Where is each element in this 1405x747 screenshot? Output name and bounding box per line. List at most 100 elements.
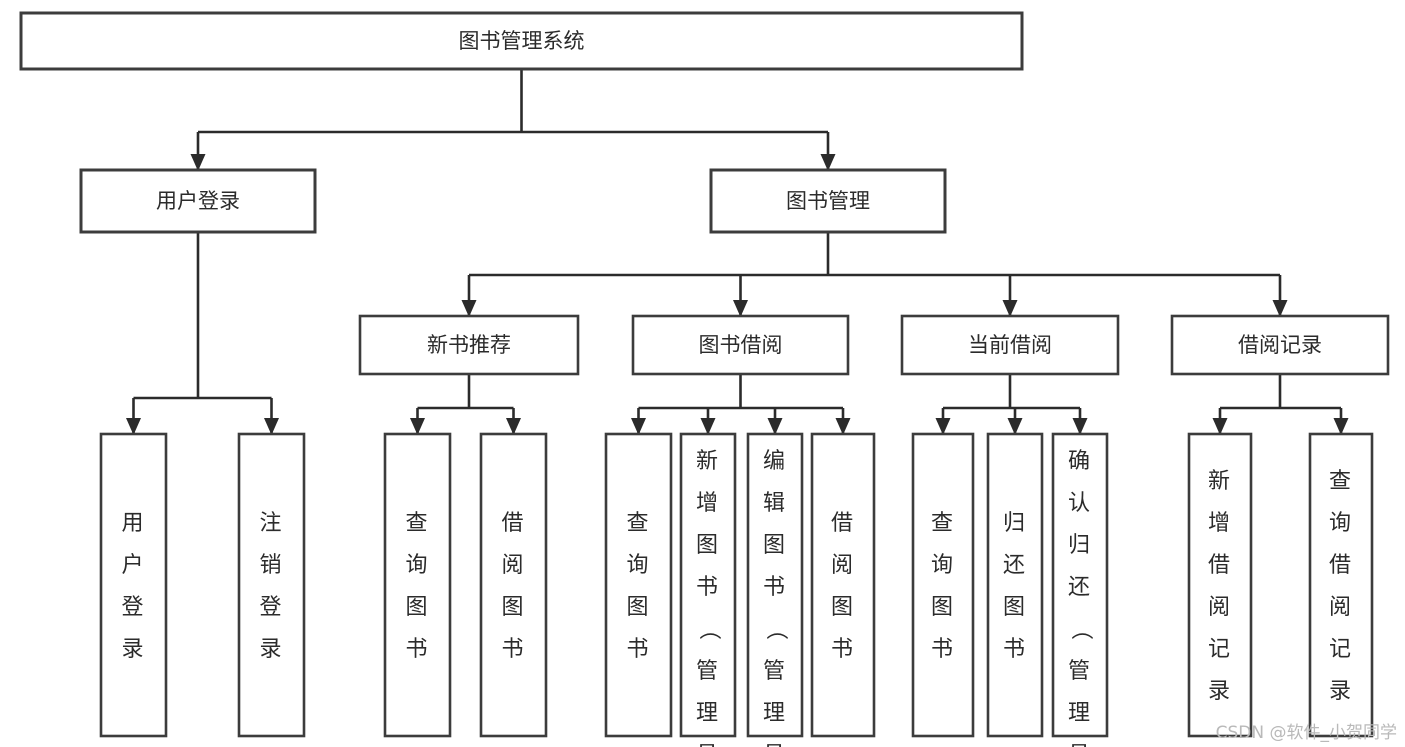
level2-node-0[interactable]: 用户登录 bbox=[79, 168, 317, 234]
node-label: 当前借阅 bbox=[968, 333, 1052, 357]
leaf-label-char: 阅 bbox=[1208, 595, 1232, 620]
leaf-label-char: 图 bbox=[405, 595, 429, 620]
leaf-label-char: 借 bbox=[501, 511, 525, 536]
box-outline bbox=[900, 314, 1120, 376]
root-node-book-management-system[interactable]: 图书管理系统 bbox=[19, 11, 1024, 71]
box-outline bbox=[383, 432, 452, 738]
leaf-label-char: （ bbox=[1068, 618, 1093, 642]
box-outline bbox=[79, 168, 317, 234]
leaf-label-char: 借 bbox=[1329, 553, 1353, 578]
box-outline bbox=[631, 314, 850, 376]
arrow-head bbox=[1333, 418, 1349, 435]
box-outline bbox=[746, 432, 804, 738]
leaf-label-char: 录 bbox=[1329, 679, 1353, 704]
leaf-label-char: 询 bbox=[405, 553, 429, 578]
level3-node-2[interactable]: 当前借阅 bbox=[900, 314, 1120, 376]
node-label: 图书管理 bbox=[786, 189, 870, 213]
leaf-label-char: 户 bbox=[121, 553, 145, 578]
arrow-head bbox=[767, 418, 783, 435]
leaf-label-char: 图 bbox=[931, 595, 955, 620]
arrow-head bbox=[126, 418, 141, 435]
leaf-label-char: 图 bbox=[831, 595, 855, 620]
leaf-label-char: 增 bbox=[1208, 511, 1232, 536]
leaf-label-char: 员 bbox=[696, 743, 720, 747]
leaf-label-char: 管 bbox=[1068, 659, 1092, 684]
leaf-label-char: 书 bbox=[1003, 637, 1027, 662]
leaf-label-char: 图 bbox=[501, 595, 525, 620]
leaf-label-char: 借 bbox=[831, 511, 855, 536]
box-outline bbox=[237, 432, 306, 738]
leaf-label-char: 记 bbox=[1329, 637, 1353, 662]
leaf-label-char: 员 bbox=[1068, 743, 1092, 747]
leaf-label-char: 管 bbox=[763, 659, 787, 684]
leaf-label-char: 阅 bbox=[501, 553, 525, 578]
box-outline bbox=[1170, 314, 1390, 376]
leaf-label-char: 阅 bbox=[1329, 595, 1353, 620]
leaf-label-char: 录 bbox=[121, 637, 145, 662]
leaf-label-char: 认 bbox=[1068, 491, 1092, 516]
leaf-label-char: 还 bbox=[1003, 553, 1027, 578]
node-boxes: 图书管理系统用户登录图书管理新书推荐图书借阅当前借阅借阅记录用户登录注销登录查询… bbox=[19, 11, 1390, 747]
leaf-label-char: 理 bbox=[763, 701, 787, 726]
level2-node-1[interactable]: 图书管理 bbox=[709, 168, 947, 234]
leaf-label-char: 借 bbox=[1208, 553, 1232, 578]
leaf-label-char: 新 bbox=[1208, 469, 1232, 494]
leaf-label-char: 销 bbox=[259, 553, 283, 578]
leaf-label-char: 图 bbox=[1003, 595, 1027, 620]
box-outline bbox=[99, 432, 168, 738]
leaf-label-char: 书 bbox=[626, 637, 650, 662]
leaf-node[interactable]: 用户登录 bbox=[99, 432, 168, 738]
node-label: 借阅记录 bbox=[1238, 333, 1322, 357]
arrow-head bbox=[264, 418, 279, 435]
box-outline bbox=[1308, 432, 1374, 738]
arrow-head bbox=[935, 418, 951, 435]
leaf-label-char: 理 bbox=[696, 701, 720, 726]
box-outline bbox=[1051, 432, 1109, 738]
leaf-label-char: 用 bbox=[121, 511, 145, 536]
box-outline bbox=[986, 432, 1044, 738]
leaf-label-char: 注 bbox=[259, 511, 283, 536]
box-outline bbox=[810, 432, 876, 738]
leaf-label-char: 员 bbox=[763, 743, 787, 747]
box-outline bbox=[479, 432, 548, 738]
arrow-head bbox=[835, 418, 851, 435]
leaf-label-char: 图 bbox=[626, 595, 650, 620]
leaf-label-char: 归 bbox=[1003, 511, 1027, 536]
box-outline bbox=[358, 314, 580, 376]
arrow-head bbox=[1072, 418, 1088, 435]
leaf-label-char: 询 bbox=[1329, 511, 1353, 536]
connector-lines bbox=[126, 69, 1349, 435]
leaf-label-char: 确 bbox=[1068, 449, 1092, 474]
leaf-label-char: 还 bbox=[1068, 575, 1092, 600]
leaf-label-char: 辑 bbox=[763, 491, 787, 516]
arrow-head bbox=[1212, 418, 1228, 435]
box-outline bbox=[19, 11, 1024, 71]
leaf-label-char: 管 bbox=[696, 659, 720, 684]
arrow-head bbox=[631, 418, 646, 435]
leaf-label-char: 书 bbox=[763, 575, 787, 600]
level3-node-3[interactable]: 借阅记录 bbox=[1170, 314, 1390, 376]
arrow-head bbox=[461, 300, 477, 317]
leaf-label-char: 登 bbox=[121, 595, 145, 620]
leaf-label-char: 查 bbox=[626, 511, 650, 536]
level3-node-0[interactable]: 新书推荐 bbox=[358, 314, 580, 376]
level3-node-1[interactable]: 图书借阅 bbox=[631, 314, 850, 376]
box-outline bbox=[911, 432, 975, 738]
leaf-label-char: 图 bbox=[763, 533, 787, 558]
leaf-label-char: 查 bbox=[1329, 469, 1353, 494]
leaf-label-char: 查 bbox=[931, 511, 955, 536]
box-outline bbox=[1187, 432, 1253, 738]
box-outline bbox=[709, 168, 947, 234]
